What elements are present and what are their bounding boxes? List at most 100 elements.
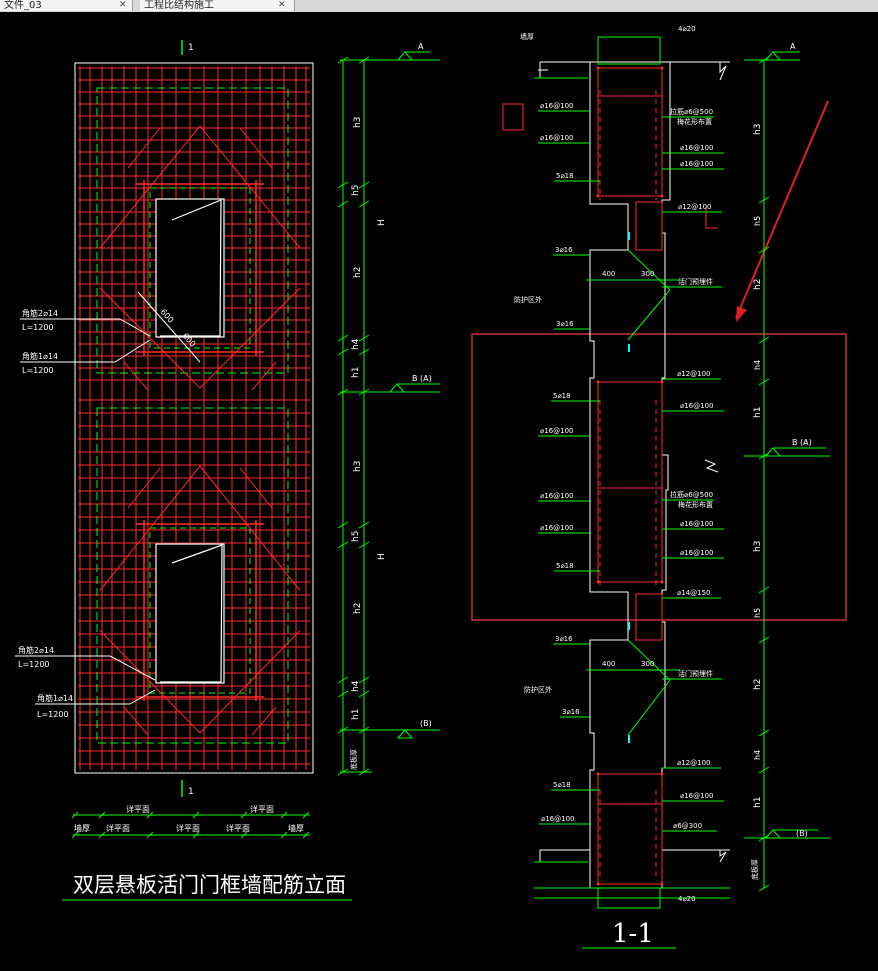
section-annotation: 防护区外 [514, 295, 542, 304]
dim-tick [358, 768, 370, 776]
close-icon[interactable]: ✕ [119, 0, 127, 10]
section-annotation: ⌀6@300 [673, 822, 702, 830]
upper-opening-dash [149, 187, 251, 349]
section-annotation: 3⌀16 [562, 708, 580, 716]
section-annotation: ⌀16@100 [680, 160, 713, 168]
top-bars-label: 4⌀20 [678, 25, 696, 33]
section-annotation: 3⌀16 [556, 320, 574, 328]
upper-door-opening [155, 198, 225, 338]
leader-4-bar: 角筋1⌀14 [37, 693, 73, 703]
dim-tick [358, 348, 370, 356]
section-annotation: ⌀16@100 [680, 520, 713, 528]
tab-drawing-1[interactable]: 文件_03 [0, 0, 133, 11]
level-marker-b [388, 383, 440, 393]
dim-h4-lower: h4 [351, 680, 361, 692]
section-mark-bottom-label: 1 [188, 787, 194, 797]
section-view: 4⌀20 墙厚 4⌀20 ⌀16@100⌀16@100拉筋⌀6@500梅花形布置… [471, 25, 847, 949]
marker-hook [705, 205, 718, 229]
level-marker-a [396, 51, 430, 61]
dim-tick [337, 768, 349, 776]
section-mark-top-label: 1 [188, 43, 194, 53]
elevation-title: 双层悬板活门门框墙配筋立面 [73, 873, 346, 897]
dim-tick [337, 334, 349, 342]
section-annotation: ⌀16@100 [540, 102, 573, 110]
dim-tick [337, 181, 349, 189]
dim-tick [146, 811, 154, 819]
marker-square [502, 103, 524, 131]
dim-tick [337, 676, 349, 684]
close-icon[interactable]: ✕ [278, 0, 286, 10]
dim-tick [337, 56, 349, 64]
dim-tick [337, 388, 349, 396]
dim-tick [280, 831, 288, 839]
diagonal-bar [199, 465, 301, 591]
dim-tick [358, 181, 370, 189]
dim-tick [337, 690, 349, 698]
dim-h3-upper: h3 [353, 117, 363, 128]
section-annotation: 400 [602, 270, 615, 278]
dim-h3-lower: h3 [353, 461, 363, 472]
dim-h5-lower: h5 [351, 531, 361, 542]
cad-drawing[interactable]: 600 600 1 1 角筋2⌀14 L=1200 角筋1⌀14 L=1200 … [0, 12, 878, 971]
section-annotation: ⌀16@100 [540, 134, 573, 142]
dim-tick [337, 521, 349, 529]
corner-bar [251, 361, 277, 391]
sect-level-b2-label: (B) [796, 829, 808, 838]
rebar-dot [596, 66, 600, 70]
sect-dim-h4-lower: h4 [753, 750, 762, 760]
diagonal-bar [99, 630, 201, 734]
section-annotation: ⌀16@100 [540, 427, 573, 435]
section-annotation: ⌀16@100 [540, 492, 573, 500]
section-rebar [596, 66, 664, 886]
elevation-dimension-chain: h3 h5 h2 h4 h1 H h3 h5 h2 h4 h1 H 底板厚 A … [337, 42, 440, 776]
corner-bars [99, 125, 301, 736]
leader-1-length: L=1200 [22, 323, 54, 332]
rebar-dot [660, 380, 664, 384]
dim-tick [758, 766, 770, 774]
section-annotation: 3⌀16 [555, 246, 573, 254]
sect-dim-h5-lower: h5 [753, 608, 762, 618]
dim-tick [146, 831, 154, 839]
dim-tick [98, 811, 106, 819]
rebar-dot [596, 194, 600, 198]
rebar-dot [596, 580, 600, 584]
sect-level-a [764, 51, 800, 61]
level-a-label: A [418, 42, 424, 51]
bottom-label-1: 墙厚 [74, 823, 90, 833]
dim-tick [758, 246, 770, 254]
lower-door-opening [155, 543, 225, 684]
sect-dim-h3-upper: h3 [753, 124, 763, 135]
lower-opening-dash [149, 527, 251, 694]
diag-dimension-line [137, 291, 201, 363]
corner-bar [123, 706, 149, 736]
section-annotation: 梅花形布置 [678, 500, 713, 509]
leader-3-bar: 角筋2⌀14 [18, 645, 54, 655]
dim-tick [71, 811, 79, 819]
diagonal-bar [99, 125, 201, 249]
bottom-bars-label: 4⌀20 [678, 895, 696, 903]
dim-tick [280, 811, 288, 819]
section-annotation: 5⌀18 [553, 781, 571, 789]
section-annotation: ⌀16@100 [540, 524, 573, 532]
dim-tick [302, 811, 310, 819]
dim-tick [337, 726, 349, 734]
leader-1-bar: 角筋2⌀14 [22, 308, 58, 318]
dim-H-upper: H [377, 219, 387, 226]
dim-tick [758, 729, 770, 737]
dim-tick [302, 831, 310, 839]
section-annotation: ⌀12@100 [678, 203, 711, 211]
dim-slab: 底板厚 [349, 749, 358, 770]
rebar-dot [660, 194, 664, 198]
dim-tick [358, 200, 370, 208]
section-annotation: 活门预埋件 [678, 669, 713, 678]
dim-tick [358, 56, 370, 64]
dim-tick [358, 676, 370, 684]
sect-dim-h2-lower: h2 [753, 679, 763, 690]
dim-H-lower: H [377, 553, 387, 560]
wall-outline [74, 62, 314, 774]
bottom-label-5: 墙厚 [288, 823, 304, 833]
section-annotation: 梅花形布置 [677, 117, 712, 126]
tab-drawing-2[interactable]: 工程比结构施工 [140, 0, 295, 11]
dim-tick [240, 831, 248, 839]
dim-tick [358, 690, 370, 698]
